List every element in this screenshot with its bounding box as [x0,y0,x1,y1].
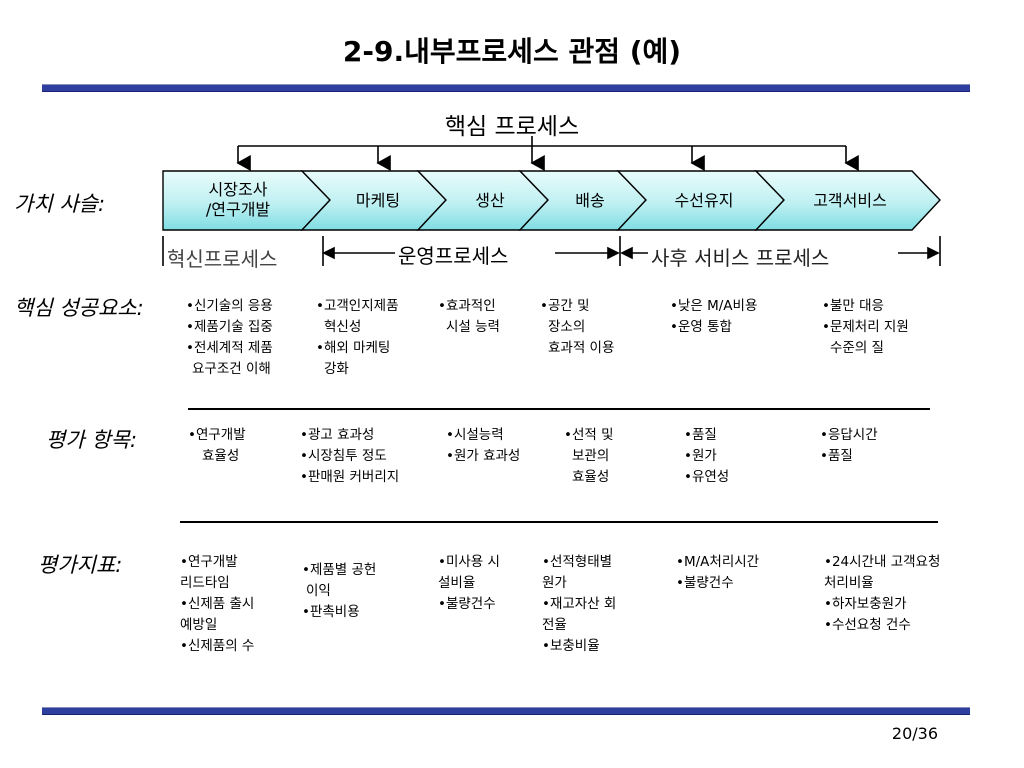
chain-item-production: 생산 [475,191,505,210]
innovation-process-label: 혁신프로세스 [164,243,281,272]
csf-col-5: •낮은 M/A비용•운영 통합 [670,298,758,335]
page-number: 20/36 [891,724,938,743]
eval-col-5: •품질•원가•유연성 [684,427,730,485]
chain-item-maintenance: 수선유지 [674,191,734,210]
after-service-process-label: 사후 서비스 프로세스 [648,242,833,271]
eval-col-2: •광고 효과성•시장침투 정도•판매원 커버리지 [300,427,400,485]
operation-process-label: 운영프로세스 [395,240,512,269]
chain-item-customer-service: 고객서비스 [813,191,887,210]
core-process-label: 핵심 프로세스 [444,114,580,140]
top-divider-bar [42,84,970,92]
eval-col-3: •시설능력•원가 효과성 [446,427,521,464]
eval-col-6: •응답시간•품질 [820,427,878,464]
chain-item-delivery: 배송 [575,191,605,210]
chevron-customer-service [754,170,941,231]
bottom-divider-bar [42,707,970,715]
page-title: 2-9.내부프로세스 관점 (예) [342,35,682,68]
csf-label: 핵심 성공요소: [14,296,144,320]
core-process-connector [236,136,859,171]
eval-items-label: 평가 항목: [46,428,138,452]
kpi-col-5: •M/A처리시간•불량건수 [676,554,760,591]
value-chain-label: 가치 사슬: [14,192,106,216]
chain-item-research: 시장조사/연구개발 [205,180,271,219]
chain-item-marketing: 마케팅 [355,191,401,210]
kpi-label: 평가지표: [38,553,123,577]
